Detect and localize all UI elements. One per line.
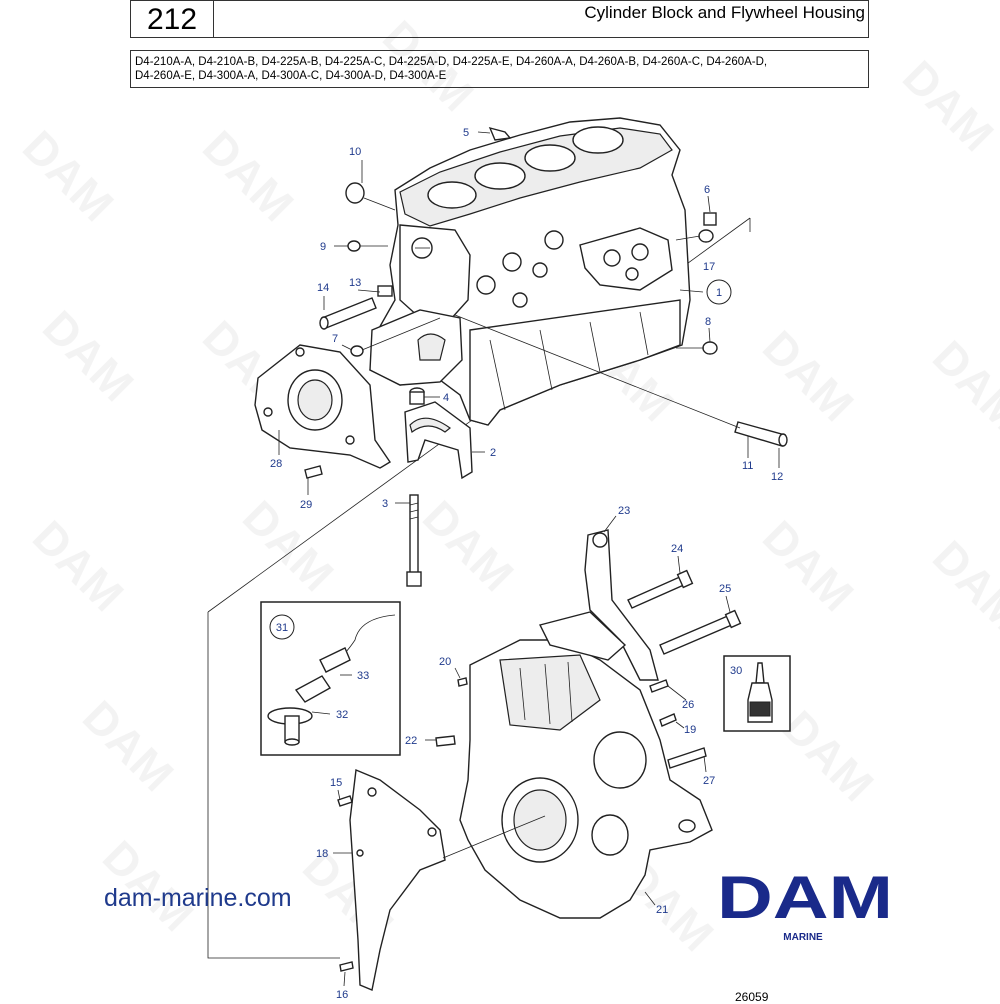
cover-plate (337, 768, 446, 991)
bolt-24 (627, 575, 687, 609)
callout-31: 31 (276, 622, 288, 634)
callout-20: 20 (439, 656, 451, 668)
watermark: DAM (923, 330, 1000, 441)
plug-6 (703, 212, 717, 226)
logo-subtext: MARINE (783, 932, 823, 943)
callout-19: 19 (684, 724, 696, 736)
page-number: 212 (146, 3, 198, 36)
callout-9: 9 (320, 241, 326, 253)
dam-logo: DAM MARINE (717, 864, 893, 943)
title-box: Cylinder Block and Flywheel Housing (213, 0, 869, 38)
model-list: D4-210A-A, D4-210A-B, D4-225A-B, D4-225A… (135, 55, 767, 83)
watermark: DAM (193, 120, 304, 231)
sensor-22 (435, 735, 456, 747)
callout-17: 17 (703, 261, 715, 273)
bolt-5 (488, 126, 512, 141)
cylinder-block (369, 117, 691, 426)
callout-10: 10 (349, 146, 361, 158)
callout-3: 3 (382, 498, 388, 510)
plug-7 (350, 345, 364, 357)
bolt-29 (304, 465, 323, 479)
bolt-27 (667, 747, 707, 769)
cap-bolt (406, 494, 422, 587)
flywheel-housing (459, 529, 713, 919)
bolt-19 (659, 713, 677, 727)
callout-8: 8 (705, 316, 711, 328)
watermark: DAM (23, 510, 134, 621)
models-box: D4-210A-A, D4-210A-B, D4-225A-B, D4-225A… (130, 50, 869, 88)
bolt-25 (659, 614, 735, 655)
site-url: dam-marine.com (104, 884, 292, 912)
watermark: DAM (13, 120, 124, 231)
plug-10 (345, 182, 365, 204)
callout-12: 12 (771, 471, 783, 483)
watermark: DAM (923, 530, 1000, 641)
model-list-line-1: D4-210A-A, D4-210A-B, D4-225A-B, D4-225A… (135, 56, 768, 68)
callout-14: 14 (317, 282, 329, 294)
callout-24: 24 (671, 543, 683, 555)
callout-1: 1 (716, 287, 722, 299)
callout-28: 28 (270, 458, 282, 470)
pin-15 (337, 795, 353, 807)
callout-6: 6 (704, 184, 710, 196)
callout-25: 25 (719, 583, 731, 595)
callout-13: 13 (349, 277, 361, 289)
leader-lines (278, 131, 780, 987)
rear-cover (254, 344, 391, 469)
callout-4: 4 (443, 392, 449, 404)
main-bearing-cap (404, 387, 473, 480)
watermark: DAM (893, 50, 1000, 161)
callout-labels: 1 2 3 4 5 6 7 8 9 10 11 12 13 14 15 16 1… (269, 127, 783, 1000)
callout-27: 27 (703, 775, 715, 787)
callout-11: 11 (742, 460, 753, 472)
small-parts (304, 126, 788, 479)
watermark: DAM (413, 490, 524, 601)
pin-16 (339, 961, 354, 972)
housing-bolts (435, 569, 742, 769)
stud-11 (734, 421, 786, 447)
watermark: DAM (73, 690, 184, 801)
callout-22: 22 (405, 735, 417, 747)
logo-text: DAM (717, 864, 893, 931)
watermark: DAM (753, 510, 864, 621)
callout-32: 32 (336, 709, 348, 721)
sealant-inset (723, 655, 791, 732)
callout-23: 23 (618, 505, 630, 517)
watermark: DAM (753, 320, 864, 431)
callout-29: 29 (300, 499, 312, 511)
callout-15: 15 (330, 777, 342, 789)
plug-13 (377, 285, 393, 297)
callout-5: 5 (463, 127, 469, 139)
figure-number: 26059 (735, 990, 769, 1004)
callout-7: 7 (332, 333, 338, 345)
callout-21: 21 (656, 904, 668, 916)
callout-26: 26 (682, 699, 694, 711)
watermark: DAM (33, 300, 144, 411)
plug-8 (702, 341, 718, 355)
pin-20 (457, 677, 468, 687)
page-title: Cylinder Block and Flywheel Housing (584, 3, 865, 22)
model-list-line-2: D4-260A-E, D4-300A-A, D4-300A-C, D4-300A… (135, 70, 447, 82)
callout-30: 30 (730, 665, 742, 677)
seal-17 (698, 229, 714, 243)
callout-2: 2 (490, 447, 496, 459)
bolt-26 (649, 679, 669, 693)
callout-16: 16 (336, 989, 348, 1000)
watermark: DAM (233, 490, 344, 601)
stud-14 (321, 297, 377, 329)
watermark: DAM (373, 10, 484, 121)
page-number-box: 212 (130, 0, 214, 38)
callout-18: 18 (316, 848, 328, 860)
callout-33: 33 (357, 670, 369, 682)
plug-9 (347, 240, 361, 252)
